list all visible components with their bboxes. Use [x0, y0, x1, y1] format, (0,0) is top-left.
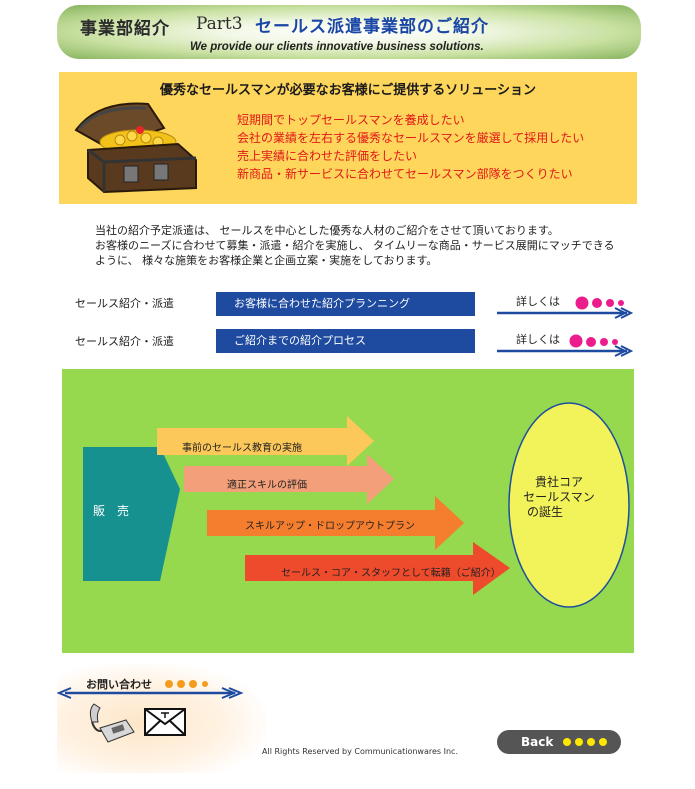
result-ellipse	[508, 402, 630, 608]
step-label: スキルアップ・ドロップアウトプラン	[245, 521, 415, 532]
header-banner	[57, 5, 641, 59]
contact-link[interactable]: お問い合わせ	[86, 678, 152, 691]
treasure-chest-icon	[74, 102, 197, 194]
step-label: 適正スキルの評価	[227, 480, 307, 491]
intro-line: お客様のニーズに合わせて募集・派遣・紹介を実施し、 タイムリーな商品・サービス展…	[95, 239, 615, 252]
detail-link[interactable]: 詳しくは	[516, 295, 560, 308]
back-label: Back	[521, 735, 554, 749]
sales-source-shape	[83, 447, 180, 581]
source-label: 販 売	[93, 504, 130, 518]
tagline: We provide our clients innovative busine…	[190, 41, 484, 53]
solution-heading: 優秀なセールスマンが必要なお客様にご提供するソリューション	[159, 83, 537, 98]
telephone-icon[interactable]	[86, 700, 136, 746]
page-subtitle: セールス派遣事業部のご紹介	[255, 17, 489, 37]
intro-line: ように、 様々な施策をお客様企業と企画立案・実施をしております。	[95, 254, 438, 267]
planning-link-bar[interactable]: お客様に合わせた紹介プランニング	[216, 292, 475, 316]
result-line: の誕生	[527, 505, 564, 519]
step-arrow	[207, 496, 464, 550]
detail-link[interactable]: 詳しくは	[516, 333, 560, 346]
process-diagram-shapes	[83, 402, 630, 608]
dots-icon	[563, 738, 607, 746]
copyright-text: All Rights Reserved by Communicationware…	[262, 747, 458, 756]
solution-item: 会社の業績を左右する優秀なセールスマンを厳選して採用したい	[237, 131, 585, 145]
page-part: Part3	[196, 14, 243, 34]
intro-line: 当社の紹介予定派遣は、 セールスを中心とした優秀な人材のご紹介をさせて頂いており…	[95, 224, 559, 237]
step-arrow	[157, 416, 374, 466]
solution-item: 短期間でトップセールスマンを養成したい	[237, 113, 465, 127]
contact-arrow-icon[interactable]	[57, 676, 247, 702]
detail-arrow-icon[interactable]	[495, 292, 635, 320]
result-line: 貴社コア	[534, 475, 583, 489]
detail-arrow-icon[interactable]	[495, 330, 635, 358]
result-label: 貴社コア セールスマン の誕生	[509, 475, 609, 520]
row-label: セールス紹介・派遣	[75, 297, 174, 310]
step-label: 事前のセールス教育の実施	[182, 443, 302, 454]
step-arrow	[184, 454, 394, 504]
page-title: 事業部紹介	[80, 19, 170, 39]
mail-envelope-icon[interactable]	[144, 708, 186, 736]
process-link-bar[interactable]: ご紹介までの紹介プロセス	[216, 329, 475, 353]
solution-item: 売上実績に合わせた評価をしたい	[237, 149, 418, 163]
step-arrow	[245, 542, 510, 595]
result-line: セールスマン	[523, 490, 595, 504]
row-label: セールス紹介・派遣	[75, 335, 174, 348]
back-button[interactable]: Back	[497, 730, 621, 754]
step-label: セールス・コア・スタッフとして転籍（ご紹介）	[281, 568, 501, 579]
solution-item: 新商品・新サービスに合わせてセールスマン部隊をつくりたい	[237, 167, 573, 181]
